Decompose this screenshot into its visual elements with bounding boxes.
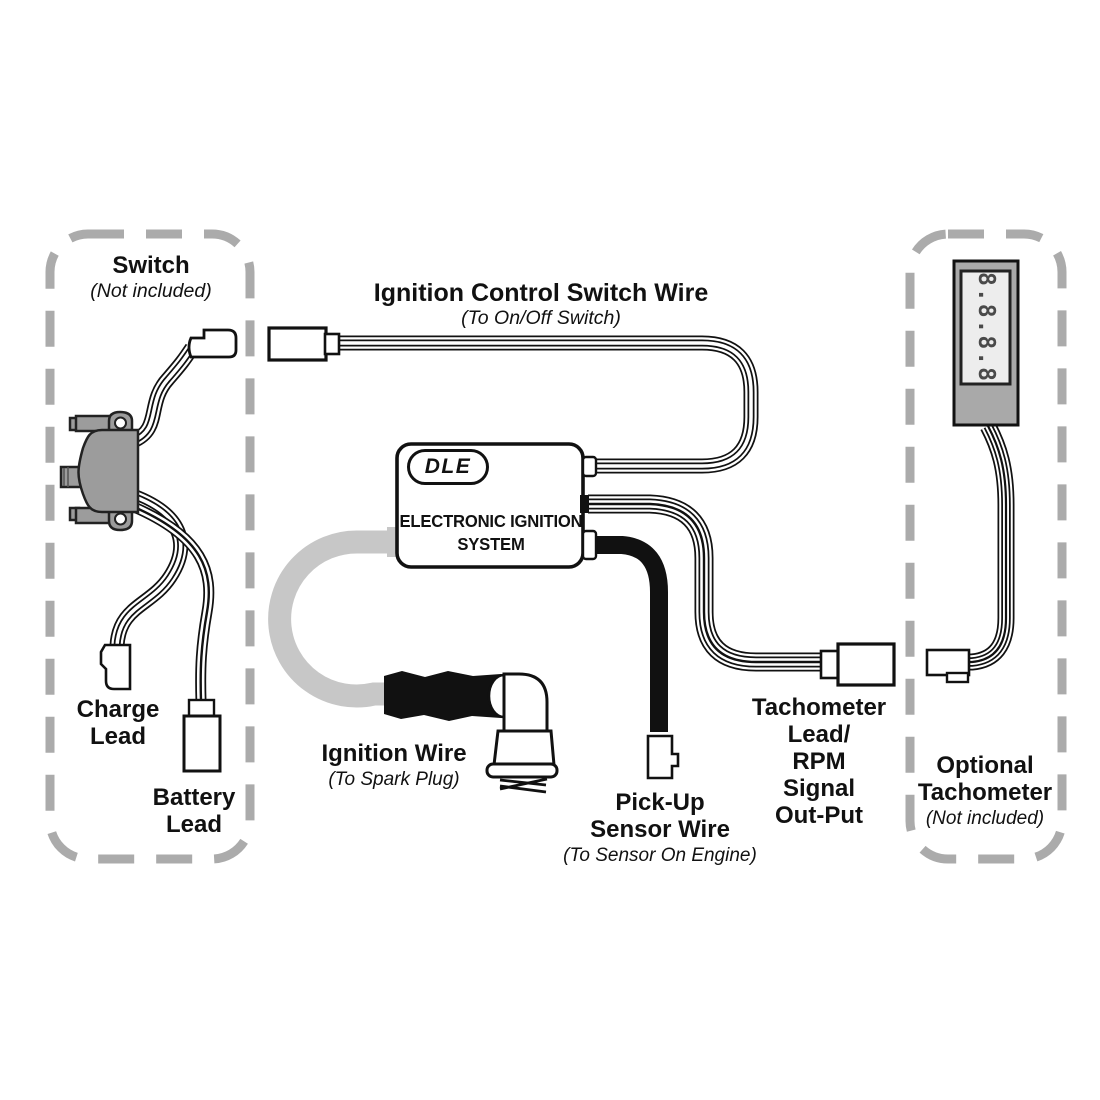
pickup-sensor-wire <box>595 536 668 732</box>
module-name-line1: ELECTRONIC IGNITION <box>399 511 583 531</box>
module-name: ELECTRONIC IGNITION SYSTEM <box>400 510 583 556</box>
spark-plug <box>384 671 559 794</box>
charge-lead-label: Charge Lead <box>77 696 160 751</box>
ignition-wire-note: (To Spark Plug) <box>328 768 460 790</box>
tachometer-display-value: 8.8.8.8 <box>973 272 999 383</box>
ignition-module <box>387 442 598 569</box>
ignition-wire <box>268 530 402 708</box>
tachometer-lead-line2: Lead/ <box>787 721 851 748</box>
switch-device <box>59 410 140 532</box>
optional-tachometer-wire <box>968 426 1006 662</box>
module-stub-sensor <box>581 529 598 561</box>
spark-plug-neck <box>492 729 556 767</box>
optional-tachometer-label: Optional Tachometer (Not included) <box>918 752 1052 829</box>
tachometer-lead-line3: RPM <box>792 748 846 775</box>
switch-top-wire <box>133 348 192 441</box>
spark-plug-elbow <box>502 672 549 733</box>
spark-plug-spring <box>499 777 548 794</box>
module-name-line2: SYSTEM <box>457 534 525 554</box>
tachometer-lead-connector <box>819 642 896 687</box>
switch-hole-bottom <box>114 512 127 526</box>
ignition-wire-label: Ignition Wire (To Spark Plug) <box>321 740 467 790</box>
switch-wire-connector <box>187 328 238 359</box>
optional-tachometer-connector <box>925 648 971 684</box>
pickup-sensor-line1: Pick-Up <box>615 789 705 816</box>
ignition-control-wire-title: Ignition Control Switch Wire <box>373 279 709 307</box>
ignition-control-wire-connector <box>267 326 341 362</box>
switch-panel-dashed-border <box>45 229 255 864</box>
tachometer-screen <box>959 269 1012 386</box>
battery-lead-line2: Lead <box>165 811 223 839</box>
charge-lead-line1: Charge <box>76 696 160 723</box>
tachometer-lead-line5: Out-Put <box>775 802 863 829</box>
pickup-sensor-note: (To Sensor On Engine) <box>563 844 757 866</box>
switch-label: Switch (Not included) <box>90 252 212 303</box>
charge-lead-connector <box>99 643 132 691</box>
pickup-sensor-connector <box>646 734 680 780</box>
pickup-sensor-line2: Sensor Wire <box>590 816 730 844</box>
switch-label-note: (Not included) <box>90 279 212 302</box>
tachometer-device <box>952 259 1020 427</box>
tachometer-lead-line4: Signal <box>782 775 856 802</box>
module-stub-switch <box>581 455 598 478</box>
battery-lead-line1: Battery <box>152 784 236 811</box>
switch-toggle-knurl <box>63 467 69 487</box>
tachometer-lead-wire <box>588 504 820 662</box>
ignition-control-wire-label: Ignition Control Switch Wire (To On/Off … <box>374 279 708 330</box>
optional-tachometer-line1: Optional <box>936 752 1034 779</box>
pickup-sensor-label: Pick-Up Sensor Wire (To Sensor On Engine… <box>563 789 757 866</box>
battery-lead-connector <box>182 698 222 773</box>
optional-tachometer-note: (Not included) <box>925 807 1045 829</box>
tachometer-lead-line1: Tachometer <box>751 694 887 721</box>
optional-tachometer-line2: Tachometer <box>917 779 1053 807</box>
spark-plug-flange <box>485 762 559 779</box>
tachometer-panel-dashed-border <box>905 229 1067 864</box>
switch-label-title: Switch <box>112 252 190 279</box>
spark-plug-cap <box>384 671 501 721</box>
tachometer-lead-label: Tachometer Lead/ RPM Signal Out-Put <box>752 694 886 829</box>
ignition-wire-title: Ignition Wire <box>321 740 467 767</box>
ignition-control-wire-note: (To On/Off Switch) <box>461 307 621 329</box>
switch-hole-top <box>114 416 127 430</box>
module-stub-tach <box>580 495 589 513</box>
charge-lead-line2: Lead <box>89 723 146 751</box>
switch-body <box>77 428 140 514</box>
dle-logo: DLE <box>407 449 489 485</box>
battery-lead-label: Battery Lead <box>153 784 236 839</box>
